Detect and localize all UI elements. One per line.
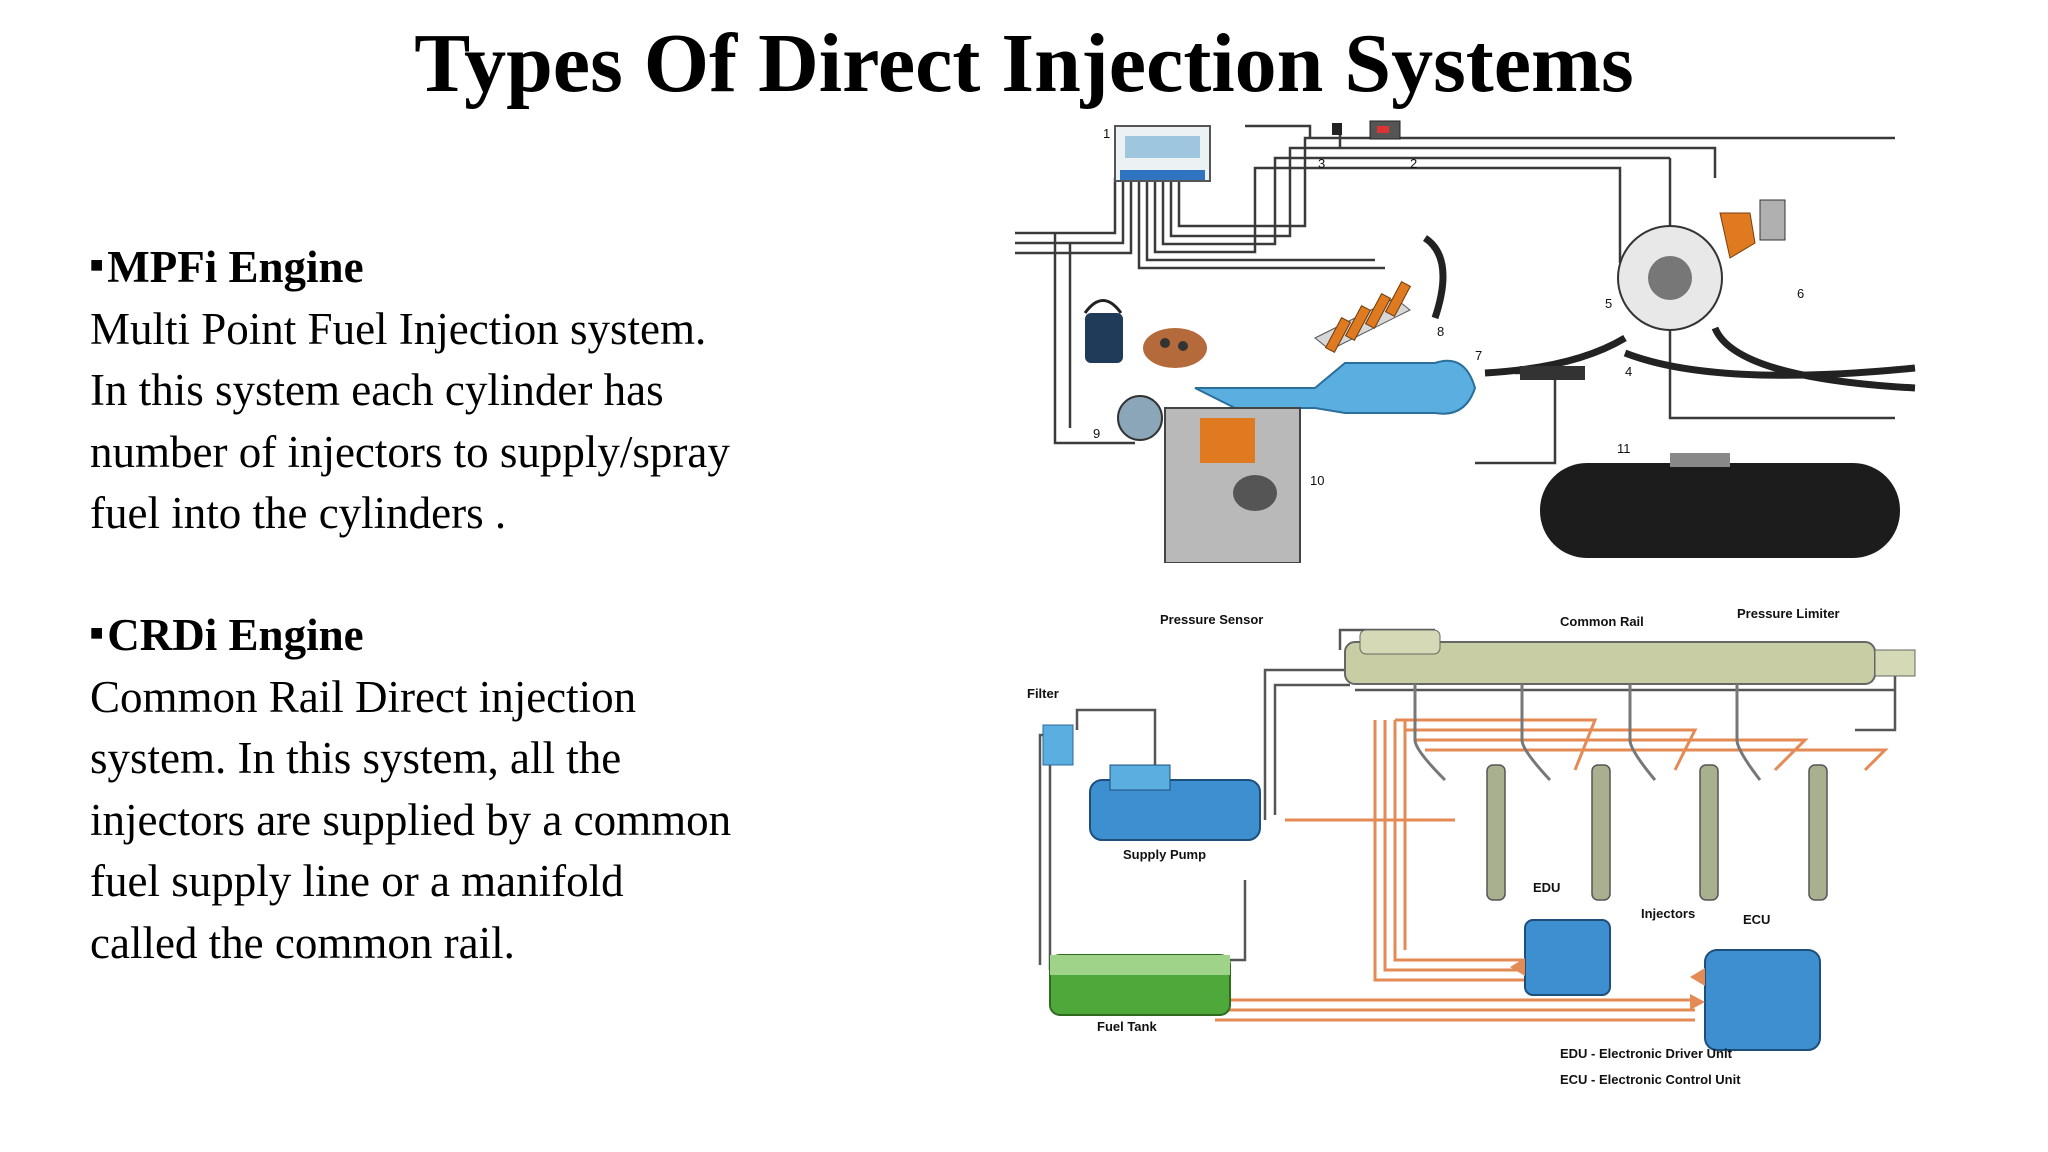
- fuel-lines: [1422, 235, 1916, 392]
- injectors: [1324, 280, 1412, 354]
- supply-pump: [1089, 764, 1261, 841]
- throttle-body: [1117, 395, 1163, 441]
- relay-3: [1332, 123, 1342, 135]
- slide-title: Types Of Direct Injection Systems: [414, 17, 1634, 110]
- intake-manifold: [1194, 359, 1477, 415]
- label-7: 7: [1475, 348, 1482, 363]
- label-injectors: Injectors: [1641, 906, 1695, 921]
- label-2: 2: [1410, 156, 1417, 171]
- label-pressure-sensor: Pressure Sensor: [1160, 612, 1263, 627]
- ignition-coil: [1083, 299, 1123, 363]
- common-rail: [1344, 629, 1916, 685]
- mpfi-heading: ■MPFi Engine: [90, 234, 850, 299]
- mpfi-line-4: fuel into the cylinders .: [90, 488, 507, 538]
- distributor: [1143, 328, 1207, 368]
- injector-bodies: [1486, 764, 1828, 901]
- label-10: 10: [1310, 473, 1324, 488]
- control-lines: [1215, 718, 1889, 1022]
- crdi-system-diagram: Pressure Sensor Common Rail Pressure Lim…: [1027, 606, 1916, 1087]
- crdi-line-2: system. In this system, all the: [90, 733, 622, 783]
- switch-2: [1369, 120, 1401, 140]
- pressure-regulator-6: [1719, 199, 1786, 259]
- ecu-unit: [1114, 125, 1211, 182]
- fuel-tank: [1049, 954, 1231, 1016]
- label-4: 4: [1625, 364, 1632, 379]
- square-bullet-icon: ■: [90, 252, 104, 277]
- label-11: 11: [1617, 441, 1631, 456]
- engine-block: [1164, 407, 1301, 563]
- diagram-number-labels: 1 2 3 4 5 6 7 8 9 10 11: [1093, 126, 1804, 488]
- mpfi-line-2: In this system each cylinder has: [90, 365, 664, 415]
- legend-ecu: ECU - Electronic Control Unit: [1560, 1072, 1741, 1087]
- mpfi-section: ■MPFi Engine Multi Point Fuel Injection …: [90, 234, 850, 545]
- crdi-line-4: fuel supply line or a manifold: [90, 856, 624, 906]
- label-supply-pump: Supply Pump: [1123, 847, 1206, 862]
- label-ecu: ECU: [1743, 912, 1770, 927]
- crdi-diagram-labels: Pressure Sensor Common Rail Pressure Lim…: [1027, 606, 1840, 1087]
- ecu-unit: [1704, 949, 1821, 1051]
- label-fuel-tank: Fuel Tank: [1097, 1019, 1157, 1034]
- label-5: 5: [1605, 296, 1612, 311]
- label-common-rail: Common Rail: [1560, 614, 1644, 629]
- crdi-line-3: injectors are supplied by a common: [90, 794, 732, 845]
- mpfi-line-1: Multi Point Fuel Injection system.: [90, 303, 707, 354]
- square-bullet-icon: ■: [90, 620, 104, 645]
- fuel-pump-5: [1617, 225, 1723, 331]
- label-8: 8: [1437, 324, 1444, 339]
- crdi-heading-text: CRDi Engine: [107, 610, 364, 660]
- direction-arrows: [1510, 958, 1705, 1010]
- fuel-filter-4: [1520, 366, 1585, 380]
- legend-edu: EDU - Electronic Driver Unit: [1560, 1046, 1733, 1061]
- crdi-heading: ■CRDi Engine: [90, 602, 850, 667]
- label-pressure-limiter: Pressure Limiter: [1737, 606, 1840, 621]
- mpfi-system-diagram: 1 2 3 4 5 6 7 8 9 10 11: [1015, 120, 1916, 563]
- label-edu: EDU: [1533, 880, 1560, 895]
- mpfi-line-3: number of injectors to supply/spray: [90, 426, 730, 477]
- label-3: 3: [1318, 156, 1325, 171]
- label-6: 6: [1797, 286, 1804, 301]
- crdi-line-1: Common Rail Direct injection: [90, 671, 637, 722]
- mpfi-heading-text: MPFi Engine: [107, 242, 364, 292]
- edu-unit: [1524, 919, 1611, 996]
- rail-injector-pipes: [1413, 684, 1762, 782]
- label-filter: Filter: [1027, 686, 1059, 701]
- filter-unit: [1042, 724, 1074, 766]
- label-1: 1: [1103, 126, 1110, 141]
- fuel-tank-11: [1540, 453, 1900, 558]
- crdi-line-5: called the common rail.: [90, 917, 515, 968]
- crdi-section: ■CRDi Engine Common Rail Direct injectio…: [90, 602, 850, 974]
- label-9: 9: [1093, 426, 1100, 441]
